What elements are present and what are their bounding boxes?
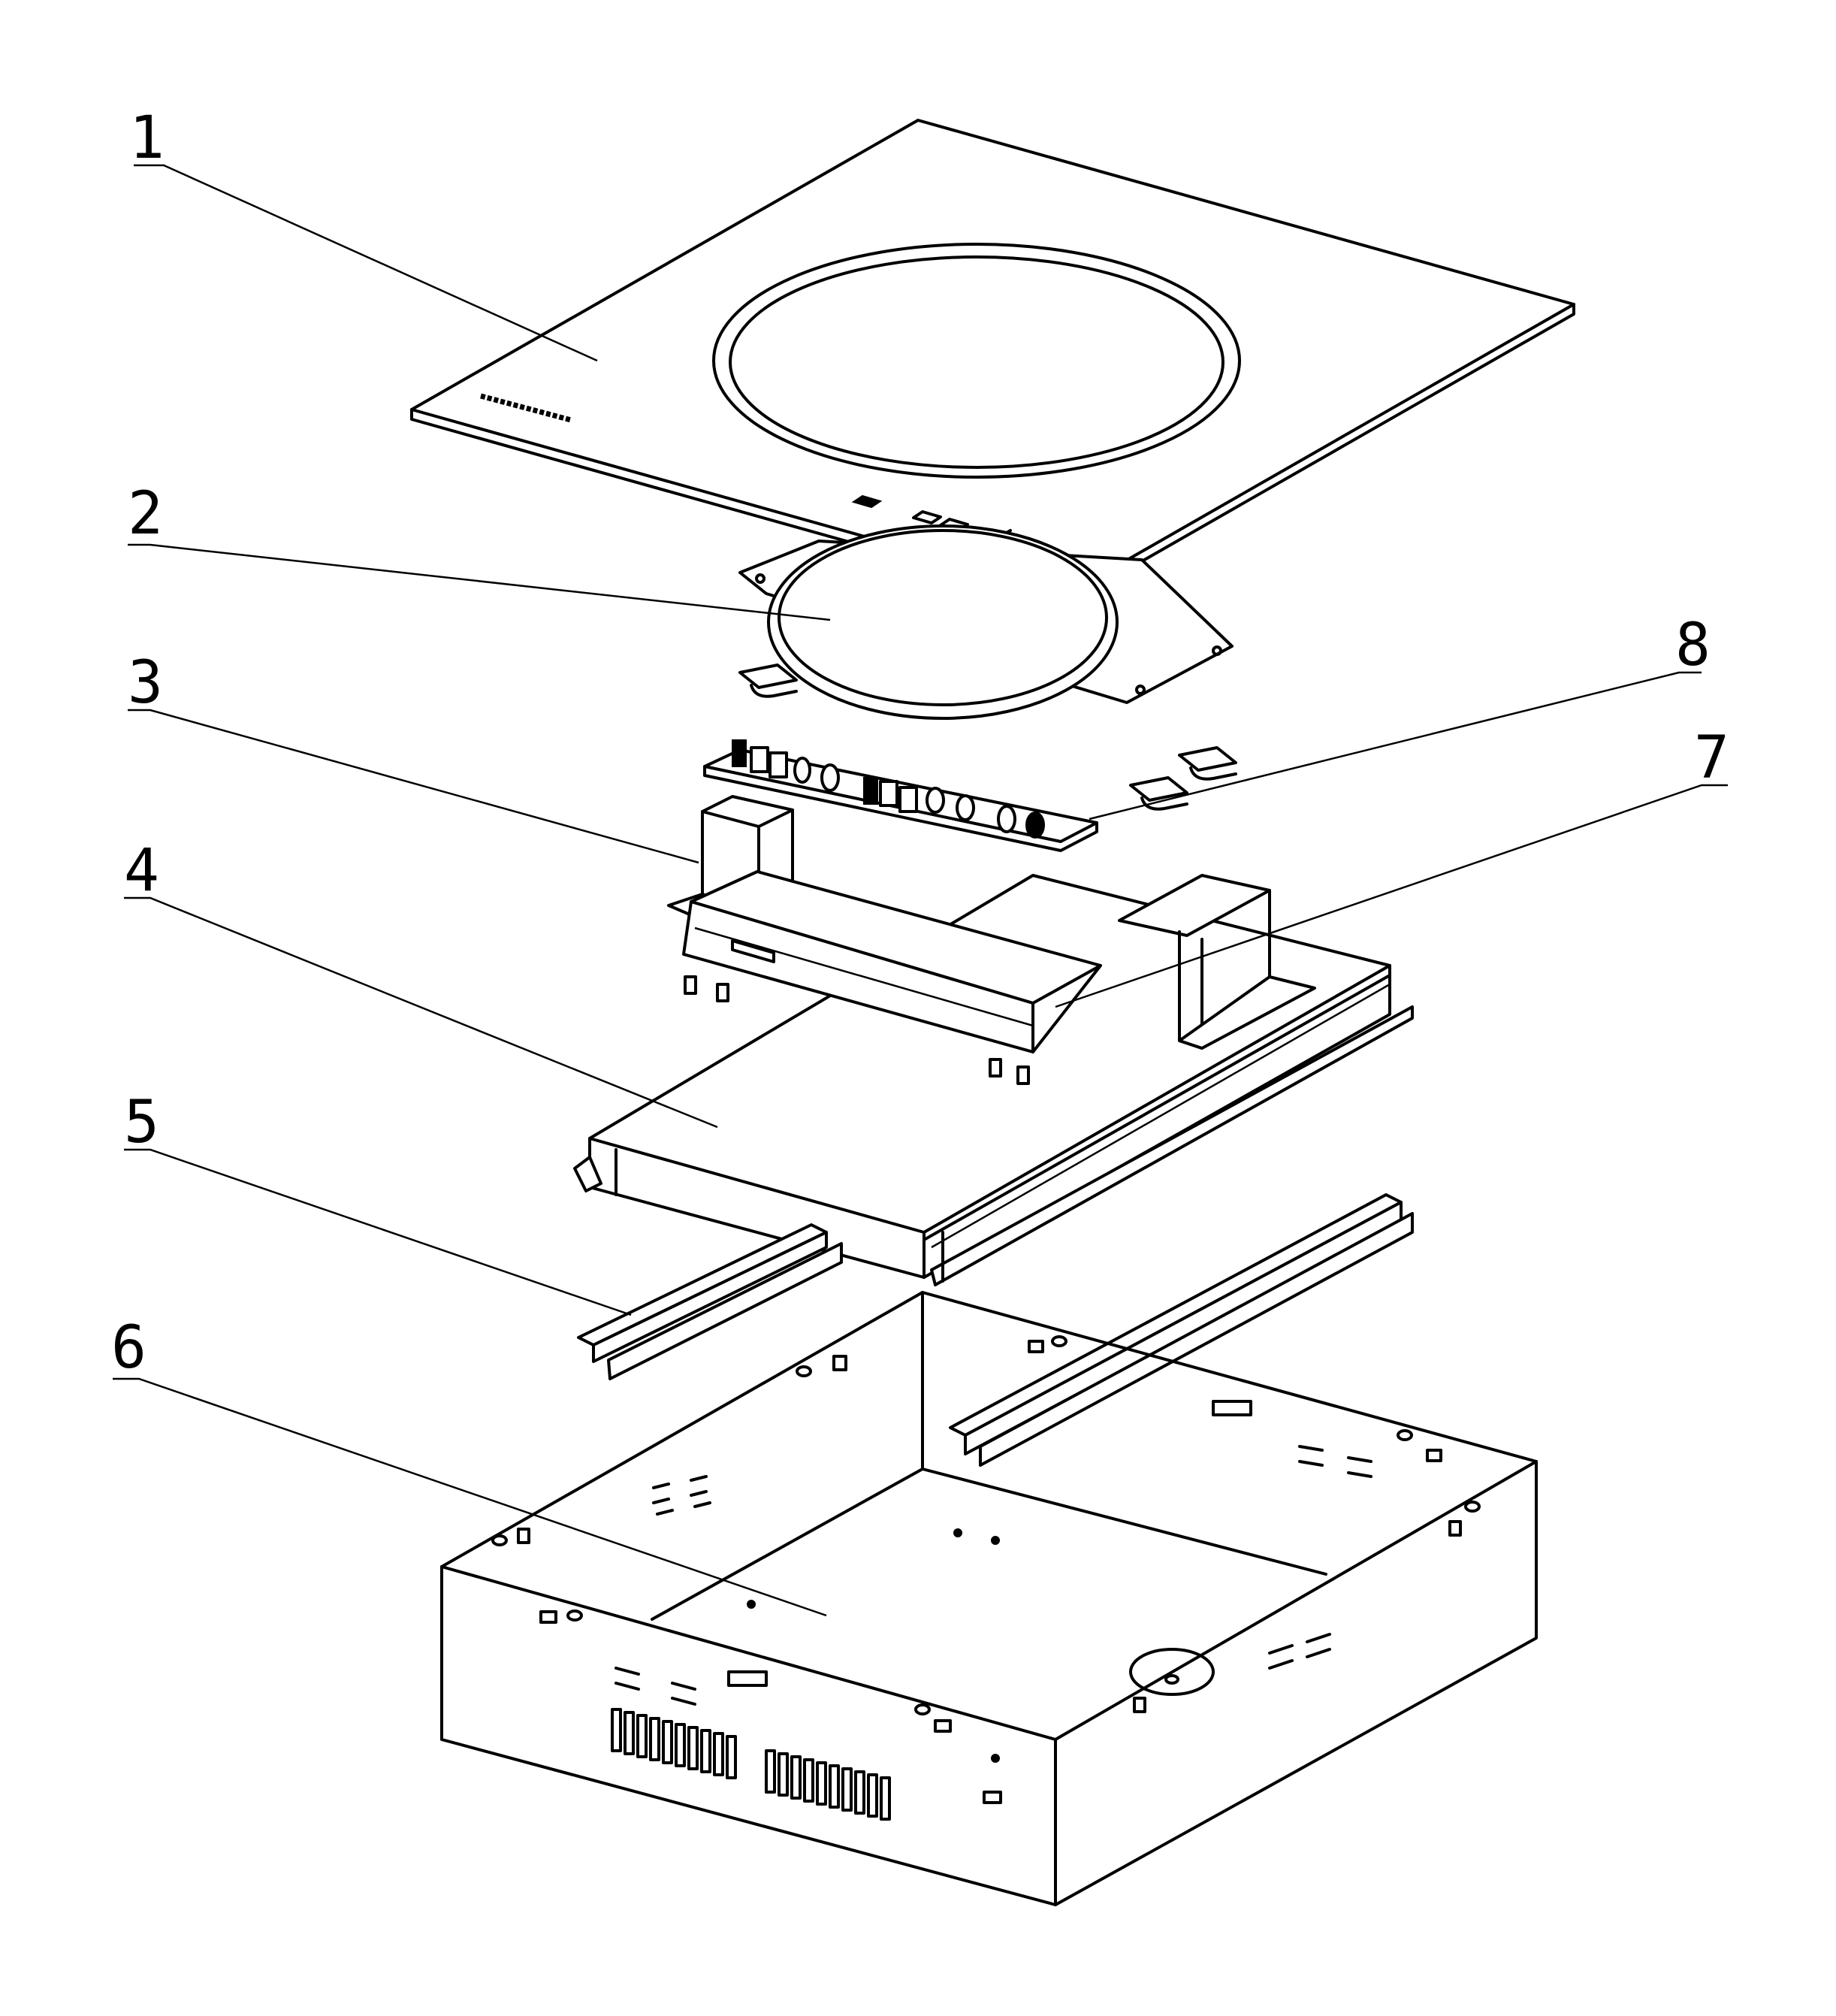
brand-logo-mark xyxy=(480,393,572,423)
callout-labels: 1 2 3 4 5 6 7 8 xyxy=(111,104,1729,1382)
part-7-cover-hood xyxy=(682,870,1102,1085)
callout-3: 3 xyxy=(128,649,163,717)
callout-5: 5 xyxy=(124,1089,159,1156)
vent-slots-front xyxy=(611,1708,891,1821)
callout-1: 1 xyxy=(129,104,165,172)
part-5-rails xyxy=(577,1193,1414,1467)
callout-8: 8 xyxy=(1675,612,1711,679)
part-8-clips xyxy=(1129,746,1237,811)
casing-slot-groups xyxy=(615,1445,1372,1706)
part-2-coil-plate xyxy=(738,524,1234,720)
callout-leaders xyxy=(113,164,1728,1617)
mounting-clip-left xyxy=(738,663,798,698)
casing-holes xyxy=(491,1335,1481,1804)
callout-4: 4 xyxy=(124,837,159,905)
board-components xyxy=(732,739,1045,839)
part-6-bottom-casing xyxy=(440,1291,1538,1906)
callout-6: 6 xyxy=(111,1314,146,1382)
callout-7: 7 xyxy=(1694,724,1729,792)
callout-2: 2 xyxy=(128,480,163,548)
